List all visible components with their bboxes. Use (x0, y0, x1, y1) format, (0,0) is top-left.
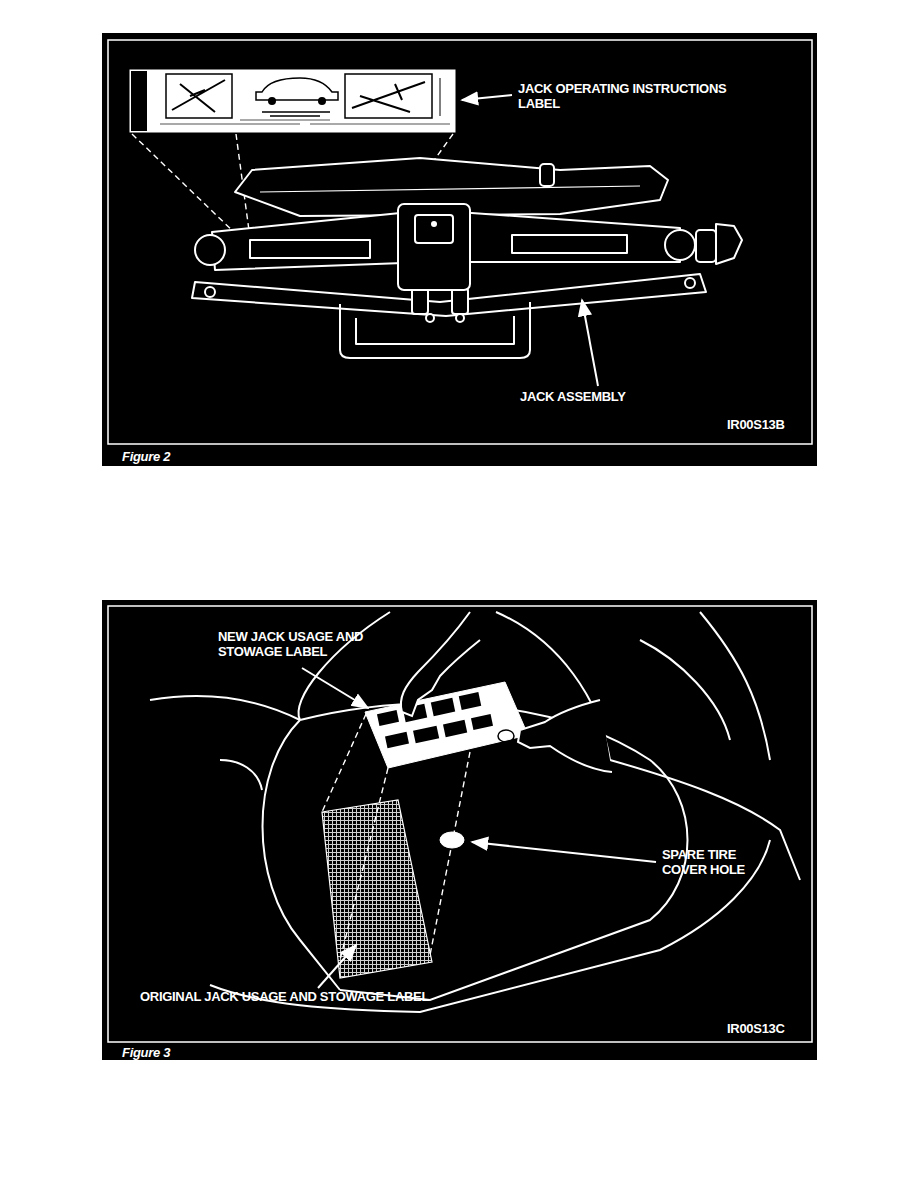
callout-label: NEW JACK USAGE AND STOWAGE LABEL (218, 630, 380, 659)
figure-code: IR00S13C (727, 1022, 807, 1037)
figure-panel (102, 600, 817, 1060)
leader-arrow (462, 95, 598, 386)
callout-label: ORIGINAL JACK USAGE AND STOWAGE LABEL (140, 990, 560, 1005)
callout-label: JACK OPERATING INSTRUCTIONS LABEL (518, 82, 754, 111)
callout-label: SPARE TIRE COVER HOLE (662, 848, 782, 877)
figure-panel (102, 33, 817, 466)
new-label (365, 682, 528, 768)
trunk-outline (150, 612, 800, 1012)
spare-tire-cover-hole (440, 832, 464, 848)
figure-number: Figure 3 (122, 1046, 242, 1061)
leader-arrow (302, 668, 656, 988)
scissor-jack (192, 158, 742, 358)
original-label (322, 800, 432, 978)
figure-code: IR00S13B (727, 418, 807, 433)
figure-number: Figure 2 (122, 450, 242, 465)
hands (401, 612, 612, 772)
instruction-label-drawing (130, 70, 455, 132)
callout-label: JACK ASSEMBLY (520, 390, 720, 405)
